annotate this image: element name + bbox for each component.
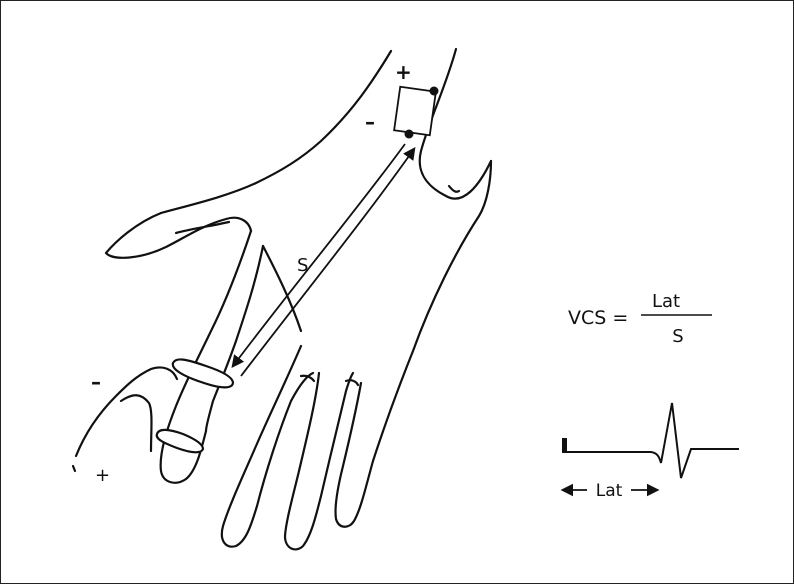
electrode-dot-lower: [405, 130, 414, 139]
formula-lhs: VCS =: [568, 307, 628, 329]
minus-top-label: –: [365, 110, 375, 134]
formula-denominator: S: [672, 326, 683, 347]
forearm-outline-upper: [161, 51, 391, 213]
plus-left-label: +: [95, 465, 110, 486]
plus-top-label: +: [395, 60, 412, 84]
latency-label: Lat: [596, 481, 623, 501]
ring-electrode-upper: [173, 359, 233, 387]
left-hand-dash: [73, 466, 75, 471]
formula-numerator: Lat: [652, 291, 680, 312]
distance-arrow-line-1: [233, 144, 405, 366]
response-waveform: [562, 403, 739, 478]
minus-left-label: –: [91, 370, 101, 394]
little-finger: [335, 161, 491, 527]
velocity-formula: VCS = Lat S: [568, 291, 712, 347]
thumb-inner: [176, 222, 229, 233]
electrode-dot-upper: [430, 87, 439, 96]
thumb-outline: [106, 213, 251, 258]
ring-electrode-lower: [157, 430, 203, 452]
recording-electrodes: [394, 87, 438, 139]
left-hand-finger-curve: [121, 395, 152, 451]
middle-finger: [222, 346, 313, 547]
ring-finger: [285, 373, 353, 549]
distance-arrow-line-2: [241, 149, 414, 376]
electrode-box: [394, 87, 436, 136]
wrist-crease: [449, 186, 459, 192]
ring-electrodes: [157, 359, 233, 452]
waveform-trace: [562, 403, 739, 478]
distance-label: S: [297, 255, 308, 276]
stimulus-artifact: [562, 438, 567, 452]
